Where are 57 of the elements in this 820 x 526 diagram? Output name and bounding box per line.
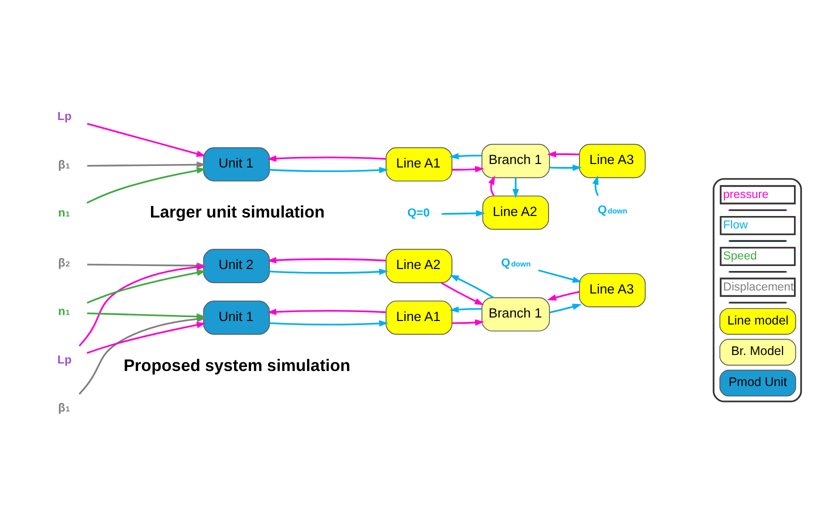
node-box: Unit 2 xyxy=(203,248,270,283)
node-box: Branch 1 xyxy=(482,296,550,331)
arrow xyxy=(86,269,206,304)
legend-label: Pmod Unit xyxy=(728,374,787,388)
node-box: Line A1 xyxy=(386,146,452,181)
node-text: n1 xyxy=(58,206,70,220)
legend-label: Speed xyxy=(723,249,757,262)
node-box: Branch 1 xyxy=(482,143,550,178)
legend-label: Flow xyxy=(723,218,748,232)
arrow xyxy=(442,210,486,216)
node-box: Unit 1 xyxy=(203,300,270,334)
legend-label: Displacement xyxy=(723,280,794,293)
arrow xyxy=(549,303,582,313)
arrow xyxy=(87,161,206,168)
arrow xyxy=(512,177,519,198)
node-text: β1 xyxy=(58,401,70,414)
node-box: Line A2 xyxy=(386,248,452,283)
legend-label: Br. Model xyxy=(731,344,784,358)
arrow xyxy=(267,154,386,162)
arrow xyxy=(449,306,482,312)
arrow xyxy=(450,274,494,298)
label: Proposed system simulation xyxy=(124,356,350,374)
node-box: Line A3 xyxy=(579,143,646,178)
arrow xyxy=(546,150,580,157)
arrow xyxy=(87,312,206,320)
node-text: Q=0 xyxy=(407,206,430,220)
arrow xyxy=(452,318,484,326)
node-text: Lp xyxy=(57,109,72,122)
node-text: n1 xyxy=(58,304,70,318)
node-text: Qdown xyxy=(598,202,628,216)
node-text: β2 xyxy=(58,256,70,270)
arrow xyxy=(547,290,580,300)
arrow xyxy=(267,308,386,315)
arrow xyxy=(86,321,206,354)
arrow xyxy=(452,165,484,172)
arrow xyxy=(270,268,388,274)
label: Larger unit simulation xyxy=(150,202,325,222)
node-text: Lp xyxy=(57,352,72,366)
arrow xyxy=(549,164,582,170)
arrow xyxy=(86,166,206,204)
node-box: Line A1 xyxy=(386,300,452,334)
node-text: Qdown xyxy=(501,256,531,270)
legend-label: pressure xyxy=(723,187,769,200)
arrow xyxy=(488,175,496,196)
arrow xyxy=(592,174,599,196)
arrow xyxy=(267,256,386,263)
node-box: Line A3 xyxy=(579,272,646,307)
arrow xyxy=(270,320,388,326)
arrow xyxy=(440,281,484,305)
legend-label: Line model xyxy=(727,312,788,327)
arrow xyxy=(270,166,388,173)
node-box: Unit 1 xyxy=(203,146,270,181)
arrow xyxy=(449,152,482,159)
arrow xyxy=(538,268,582,282)
node-text: β1 xyxy=(58,158,70,171)
node-box: Line A2 xyxy=(482,195,549,230)
arrow xyxy=(86,122,206,156)
